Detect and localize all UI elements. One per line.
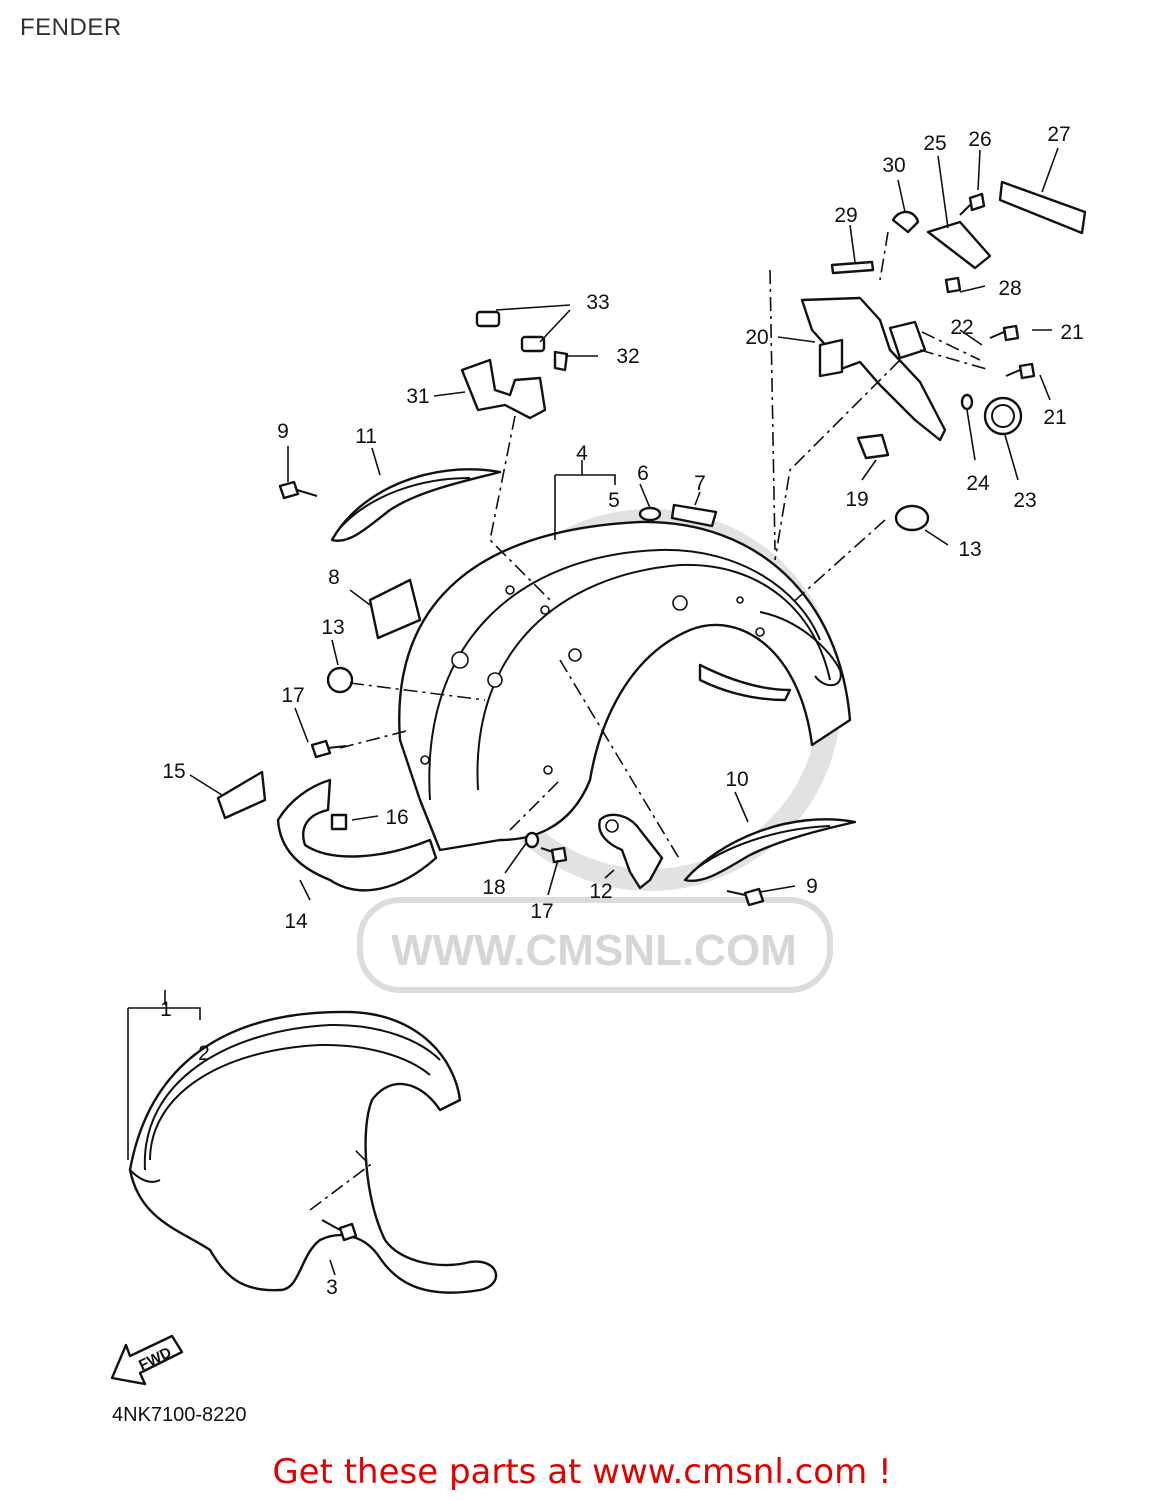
callout-5: 5: [608, 489, 620, 512]
callout-27: 27: [1047, 123, 1070, 146]
part-10: [683, 818, 857, 883]
part-27-bracket: [998, 180, 1087, 235]
part-11: [330, 468, 502, 542]
part-29-pin: [830, 260, 875, 275]
page-title: FENDER: [20, 14, 122, 41]
callout-12: 12: [589, 880, 612, 903]
callout-17-left: 17: [281, 684, 304, 707]
part-8: [368, 578, 422, 640]
callout-8: 8: [328, 566, 340, 589]
callout-21-bottom: 21: [1043, 406, 1066, 429]
part-13-grommet-right: [894, 504, 930, 532]
callouts: 1 2 3 4 5 6 7 8 9 9 10 11 12 13 13 14 15…: [160, 123, 1084, 1299]
rear-fender: [398, 520, 852, 852]
callout-15: 15: [162, 760, 185, 783]
callout-24: 24: [966, 472, 990, 495]
callout-14: 14: [284, 910, 308, 933]
diagram-code: 4NK7100-8220: [112, 1404, 247, 1426]
callout-30: 30: [882, 154, 905, 177]
callout-13-right: 13: [958, 538, 981, 561]
callout-29: 29: [834, 204, 857, 227]
part-19-clip: [856, 433, 890, 460]
callout-13-left: 13: [321, 616, 344, 639]
forward-arrow: FWD: [110, 1334, 184, 1386]
promo-footer-link[interactable]: Get these parts at www.cmsnl.com !: [272, 1452, 892, 1492]
callout-10: 10: [725, 768, 748, 791]
callout-26: 26: [968, 128, 991, 151]
callout-6: 6: [637, 462, 649, 485]
part-6-washer: [638, 506, 662, 522]
bolts: [278, 192, 1036, 1242]
callout-20: 20: [745, 326, 768, 349]
leader-lines: [127, 147, 1059, 1276]
callout-11: 11: [355, 425, 377, 448]
callout-9-right: 9: [806, 875, 818, 898]
callout-33: 33: [586, 291, 609, 314]
front-fender: [128, 1010, 498, 1294]
part-12: [598, 813, 664, 890]
callout-7: 7: [694, 472, 706, 495]
callout-9-left: 9: [277, 420, 289, 443]
part-7-label: [670, 503, 718, 528]
part-31: [460, 358, 547, 420]
callout-3: 3: [326, 1276, 338, 1299]
callout-28: 28: [998, 277, 1021, 300]
callout-23: 23: [1013, 489, 1036, 512]
part-25-plate: [926, 220, 992, 270]
part-30-cap: [891, 210, 920, 234]
callout-1: 1: [160, 998, 172, 1021]
callout-21-top: 21: [1060, 321, 1083, 344]
callout-16: 16: [385, 806, 408, 829]
part-15: [216, 770, 267, 820]
part-18-washer: [524, 831, 540, 849]
callout-17-bottom: 17: [530, 900, 553, 923]
callout-22: 22: [950, 316, 973, 339]
part-23-reflector: [983, 396, 1023, 436]
watermark-text: WWW.CMSNL.COM: [391, 926, 797, 975]
callout-19: 19: [845, 488, 868, 511]
callout-18: 18: [482, 876, 505, 899]
callout-31: 31: [406, 385, 429, 408]
callout-32: 32: [616, 345, 639, 368]
callout-2: 2: [198, 1042, 210, 1065]
part-24-washer: [960, 393, 974, 411]
part-13-grommet-left: [326, 666, 354, 694]
part-14: [276, 778, 438, 892]
callout-25: 25: [923, 132, 946, 155]
callout-4: 4: [576, 442, 588, 465]
